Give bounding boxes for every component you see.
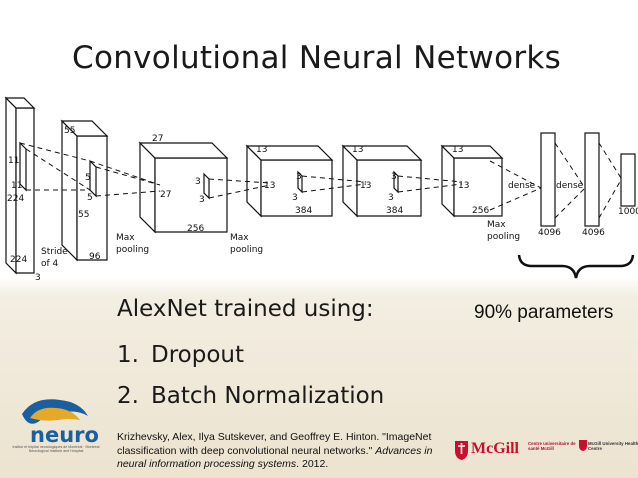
pool2-label-b: pooling: [230, 245, 263, 255]
dense1-label: dense: [508, 181, 536, 191]
proj-c2-c3: [208, 178, 271, 199]
proj-in-c1: [19, 142, 91, 191]
input-label-11b: 11: [11, 181, 22, 191]
proj-c3-c4: [301, 175, 367, 193]
conv4-label-3a: 3: [391, 172, 397, 182]
fc3-size-label: 1000: [618, 207, 638, 217]
stride-label: Stride: [41, 247, 68, 257]
citation-text: Krizhevsky, Alex, Ilya Sutskever, and Ge…: [117, 431, 432, 457]
proj-fc1-fc2: [554, 142, 586, 219]
list-item-number: 2.: [117, 383, 139, 409]
conv2-label-27a: 27: [152, 134, 163, 144]
conv1-label-55b: 55: [78, 210, 89, 220]
fc1-size-label: 4096: [538, 228, 561, 238]
fc2-layer: [584, 132, 600, 227]
muhc-french-label: Centre universitaire de santé McGill: [528, 441, 576, 452]
conv2-label-3b: 3: [199, 195, 205, 205]
conv2-label-27b: 27: [160, 190, 171, 200]
dense2-label: dense: [556, 181, 584, 191]
conv1-label-5a: 5: [85, 173, 91, 183]
conv1-volume: [60, 119, 109, 262]
pool1-label-b: pooling: [116, 245, 149, 255]
conv2-kernel: [203, 172, 210, 200]
neuro-subtext: Institut et hôpital neurologiques de Mon…: [12, 445, 100, 454]
list-item-text: Dropout: [151, 342, 244, 368]
conv5-label-13a: 13: [452, 145, 463, 155]
muhc-english-label: McGill University Health Centre: [588, 441, 638, 452]
proj-fc2-fc3: [598, 142, 622, 219]
pool2-label-a: Max: [230, 233, 249, 243]
conv2-label-3a: 3: [195, 177, 201, 187]
neuro-logo-icon: [22, 399, 88, 424]
conv3-label-3b: 3: [292, 193, 298, 203]
citation: Krizhevsky, Alex, Ilya Sutskever, and Ge…: [117, 431, 447, 472]
mcgill-wordmark: McGill: [471, 440, 519, 457]
conv2-label-256: 256: [187, 224, 204, 234]
input-label-224a: 224: [7, 194, 24, 204]
conv3-label-3a: 3: [296, 172, 302, 182]
conv3-volume: [245, 144, 334, 218]
conv4-label-384: 384: [386, 206, 403, 216]
list-item: 2. Batch Normalization: [117, 383, 384, 409]
proj-c4-c5: [397, 175, 463, 193]
input-label-3: 3: [35, 273, 41, 283]
fc2-size-label: 4096: [582, 228, 605, 238]
fc3-layer: [620, 153, 636, 207]
pool3-label-b: pooling: [487, 232, 520, 242]
conv1-label-96: 96: [89, 252, 101, 262]
conv1-label-5b: 5: [87, 193, 93, 203]
slide-subtitle: AlexNet trained using:: [117, 296, 374, 322]
conv5-label-256: 256: [472, 206, 489, 216]
of4-label: of 4: [41, 259, 59, 269]
list-item: 1. Dropout: [117, 342, 244, 368]
neuro-wordmark: neuro: [30, 423, 99, 447]
fc1-layer: [540, 132, 556, 227]
proj-c1-c2: [89, 160, 161, 197]
conv1-label-55a: 55: [64, 126, 75, 136]
slide-title: Convolutional Neural Networks: [72, 40, 562, 76]
conv1-kernel: [89, 159, 97, 198]
conv3-label-13a: 13: [256, 145, 267, 155]
conv3-label-13b: 13: [264, 181, 275, 191]
conv3-label-384: 384: [295, 206, 312, 216]
conv4-volume: [341, 144, 423, 218]
input-label-224b: 224: [10, 255, 27, 265]
conv5-label-13b: 13: [458, 181, 469, 191]
list-item-number: 1.: [117, 342, 139, 368]
input-label-11a: 11: [8, 156, 19, 166]
conv5-volume: [440, 144, 504, 218]
conv4-label-13b: 13: [360, 181, 371, 191]
pool3-label-a: Max: [487, 220, 506, 230]
parameters-note: 90% parameters: [474, 302, 614, 323]
citation-year: . 2012.: [296, 458, 329, 470]
list-item-text: Batch Normalization: [151, 383, 385, 409]
mcgill-shield-icon: [455, 441, 468, 460]
conv4-label-13a: 13: [352, 145, 363, 155]
conv2-volume: [138, 141, 229, 234]
alexnet-architecture-diagram: 11 11 224 224 Stride of 4 3 55 55 5 5 96…: [4, 96, 638, 283]
citation-venue: Advances in neural information processin…: [117, 444, 433, 471]
conv4-label-3b: 3: [388, 193, 394, 203]
pool1-label-a: Max: [116, 233, 135, 243]
proj-c5-fc1: [489, 160, 542, 211]
muhc-shield-icon: [579, 440, 587, 451]
dense-brace: [517, 254, 635, 279]
